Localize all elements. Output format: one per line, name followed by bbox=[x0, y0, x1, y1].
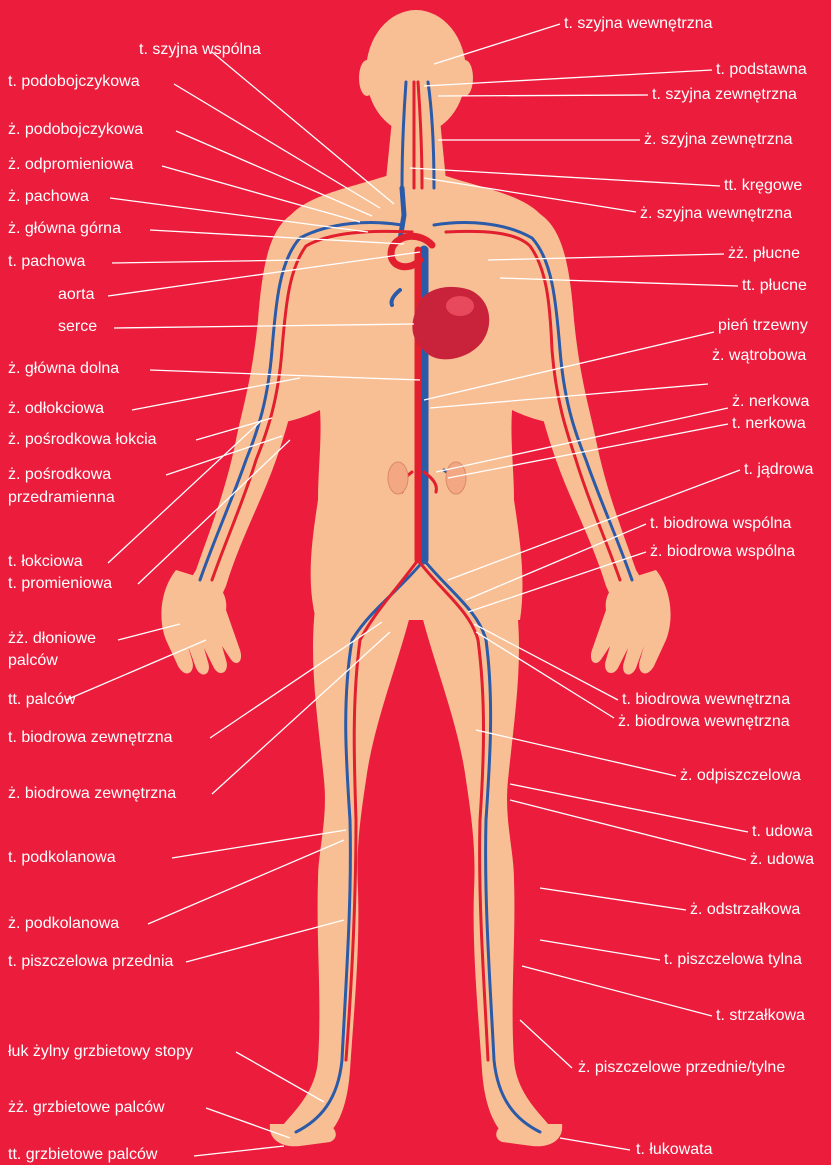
label-z-odlokciowa: ż. odłokciowa bbox=[8, 399, 104, 419]
label-zz-dloniowe-2: palców bbox=[8, 651, 58, 671]
label-z-piszczelowe: ż. piszczelowe przednie/tylne bbox=[578, 1058, 785, 1078]
label-z-podobojczykowa: ż. podobojczykowa bbox=[8, 120, 143, 140]
label-t-pachowa: t. pachowa bbox=[8, 252, 85, 272]
label-tt-grzbietowe-palcow: tt. grzbietowe palców bbox=[8, 1145, 157, 1165]
label-t-podobojczykowa: t. podobojczykowa bbox=[8, 72, 140, 92]
label-pien-trzewny: pień trzewny bbox=[718, 316, 808, 336]
label-z-glowna-dolna: ż. główna dolna bbox=[8, 359, 119, 379]
label-t-szyjna-wewnetrzna: t. szyjna wewnętrzna bbox=[564, 14, 713, 34]
label-t-jadrowa: t. jądrowa bbox=[744, 460, 813, 480]
label-t-nerkowa: t. nerkowa bbox=[732, 414, 806, 434]
label-t-lokciowa: t. łokciowa bbox=[8, 552, 83, 572]
label-z-posrodkowa-1: ż. pośrodkowa bbox=[8, 465, 111, 485]
label-t-biodrowa-wspolna: t. biodrowa wspólna bbox=[650, 514, 791, 534]
label-t-promieniowa: t. promieniowa bbox=[8, 574, 112, 594]
label-z-biodrowa-wspolna: ż. biodrowa wspólna bbox=[650, 542, 795, 562]
label-z-posrodkowa-lokcia: ż. pośrodkowa łokcia bbox=[8, 430, 157, 450]
label-z-watrobowa: ż. wątrobowa bbox=[712, 346, 806, 366]
label-tt-plucne: tt. płucne bbox=[742, 276, 807, 296]
label-t-szyjna-zewnetrzna: t. szyjna zewnętrzna bbox=[652, 85, 797, 105]
label-t-biodrowa-wewnetrzna: t. biodrowa wewnętrzna bbox=[622, 690, 790, 710]
label-tt-palcow: tt. palców bbox=[8, 690, 76, 710]
label-t-piszczelowa-przednia: t. piszczelowa przednia bbox=[8, 952, 173, 972]
label-z-odpiszczelowa: ż. odpiszczelowa bbox=[680, 766, 801, 786]
label-z-posrodkowa-2: przedramienna bbox=[8, 488, 115, 508]
label-zz-plucne: żż. płucne bbox=[728, 244, 800, 264]
label-t-podstawna: t. podstawna bbox=[716, 60, 807, 80]
label-t-biodrowa-zewnetrzna: t. biodrowa zewnętrzna bbox=[8, 728, 173, 748]
label-luk-zylny: łuk żylny grzbietowy stopy bbox=[8, 1042, 193, 1062]
label-aorta: aorta bbox=[58, 285, 94, 305]
label-t-szyjna-wspolna: t. szyjna wspólna bbox=[139, 40, 261, 60]
label-zz-dloniowe-1: żż. dłoniowe bbox=[8, 629, 96, 649]
label-z-biodrowa-wewnetrzna: ż. biodrowa wewnętrzna bbox=[618, 712, 790, 732]
label-z-glowna-gorna: ż. główna górna bbox=[8, 219, 121, 239]
label-serce: serce bbox=[58, 317, 97, 337]
label-z-udowa: ż. udowa bbox=[750, 850, 814, 870]
label-t-podkolanowa: t. podkolanowa bbox=[8, 848, 116, 868]
label-z-szyjna-wewnetrzna: ż. szyjna wewnętrzna bbox=[640, 204, 792, 224]
label-tt-kregowe: tt. kręgowe bbox=[724, 176, 802, 196]
label-z-biodrowa-zewnetrzna: ż. biodrowa zewnętrzna bbox=[8, 784, 176, 804]
body-silhouette bbox=[161, 10, 670, 1146]
label-z-odstrzalkowa: ż. odstrzałkowa bbox=[690, 900, 800, 920]
label-t-lukowata: t. łukowata bbox=[636, 1140, 712, 1160]
label-t-piszczelowa-tylna: t. piszczelowa tylna bbox=[664, 950, 802, 970]
label-zz-grzbietowe-palcow: żż. grzbietowe palców bbox=[8, 1098, 165, 1118]
label-t-udowa: t. udowa bbox=[752, 822, 812, 842]
label-z-pachowa: ż. pachowa bbox=[8, 187, 89, 207]
label-z-podkolanowa: ż. podkolanowa bbox=[8, 914, 119, 934]
label-z-nerkowa: ż. nerkowa bbox=[732, 392, 809, 412]
label-t-strzalkowa: t. strzałkowa bbox=[716, 1006, 805, 1026]
label-z-szyjna-zewnetrzna: ż. szyjna zewnętrzna bbox=[644, 130, 793, 150]
label-z-odpromieniowa: ż. odpromieniowa bbox=[8, 155, 133, 175]
